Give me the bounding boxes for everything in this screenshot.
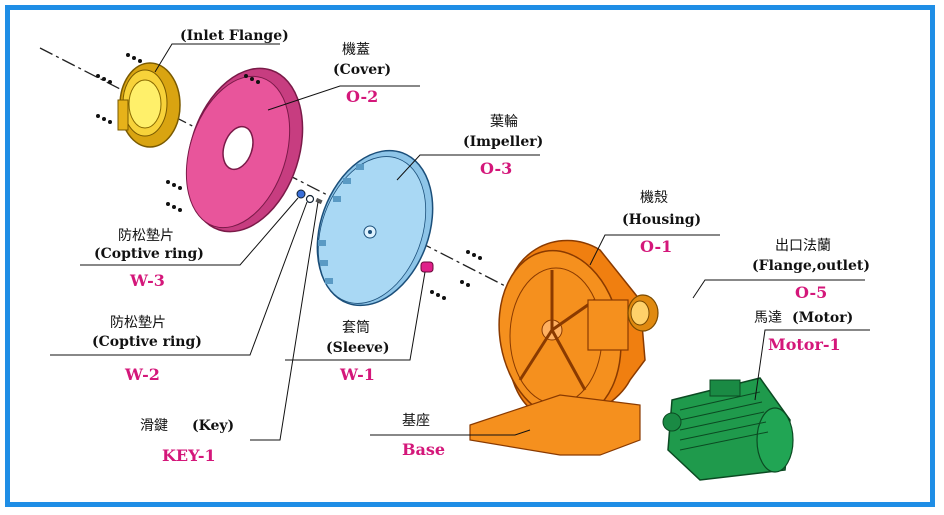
- flange-outlet-label-zh: 出口法蘭: [775, 238, 831, 254]
- key-label-zh: 滑鍵: [140, 418, 168, 434]
- housing-code: O-1: [640, 237, 673, 256]
- bolts-housing: [430, 250, 482, 300]
- captive-ring-w2-code: W-2: [125, 365, 160, 384]
- cover-part: [185, 67, 304, 233]
- inlet-flange-label-en: (Inlet Flange): [180, 28, 289, 44]
- sleeve-part: [420, 261, 434, 273]
- housing-label-en: (Housing): [622, 212, 702, 228]
- captive-ring-w2-part: [305, 194, 315, 204]
- motor-part: [662, 377, 794, 481]
- captive-ring-w2-label-zh: 防松墊片: [110, 315, 166, 331]
- impeller-part: [316, 149, 434, 307]
- motor-code: Motor-1: [768, 335, 841, 354]
- captive-ring-w3-label-en: (Coptive ring): [94, 246, 204, 262]
- flange-outlet-code: O-5: [795, 283, 828, 302]
- inlet-flange-part: [117, 62, 181, 148]
- key-part: [315, 197, 323, 205]
- base-label-en: Base: [402, 440, 446, 459]
- captive-ring-w3-label-zh: 防松墊片: [118, 228, 174, 244]
- impeller-code: O-3: [480, 159, 513, 178]
- housing-label-zh: 機殼: [640, 190, 668, 206]
- impeller-label-en: (Impeller): [463, 134, 544, 150]
- leader-lines: [50, 43, 870, 441]
- flange-outlet-label-en: (Flange,outlet): [752, 258, 871, 274]
- base-label-zh: 基座: [402, 413, 430, 429]
- captive-ring-w3-part: [296, 189, 306, 199]
- bolts-inlet: [96, 53, 142, 124]
- housing-part: [469, 239, 646, 456]
- sleeve-label-en: (Sleeve): [326, 340, 390, 356]
- cover-label-en: (Cover): [333, 62, 392, 78]
- outlet-flange-part: [627, 294, 659, 332]
- key-label-en: (Key): [192, 418, 235, 434]
- captive-ring-w2-label-en: (Coptive ring): [92, 334, 202, 350]
- motor-label-en: (Motor): [792, 310, 854, 326]
- sleeve-code: W-1: [340, 365, 375, 384]
- bolts-cover: [166, 74, 260, 212]
- cover-code: O-2: [346, 87, 379, 106]
- cover-label-zh: 機蓋: [342, 42, 370, 58]
- motor-label-zh: 馬達: [754, 310, 782, 326]
- impeller-label-zh: 葉輪: [490, 114, 518, 130]
- key-code: KEY-1: [162, 446, 216, 465]
- sleeve-label-zh: 套筒: [342, 320, 370, 336]
- captive-ring-w3-code: W-3: [130, 271, 165, 290]
